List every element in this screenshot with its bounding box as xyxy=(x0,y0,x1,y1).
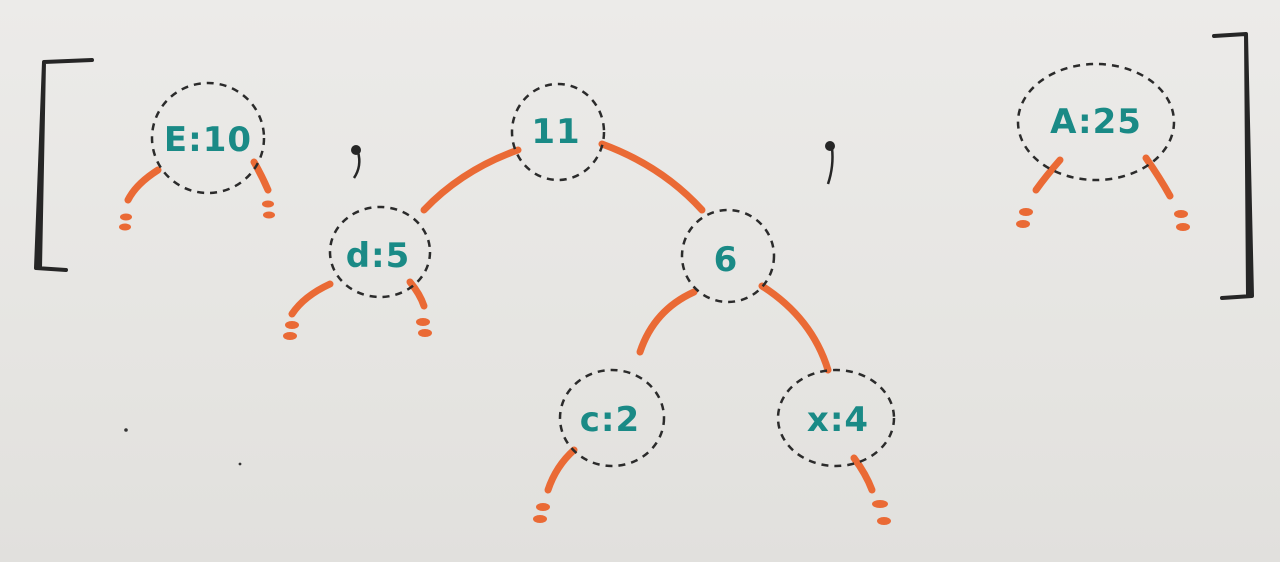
node-label-6: 6 xyxy=(714,240,739,280)
null-marker-d5-left xyxy=(283,321,299,340)
tree-node-d5: d:5 xyxy=(328,205,432,299)
node-label-11: 11 xyxy=(531,112,580,152)
null-marker-a25-right xyxy=(1174,210,1190,231)
tree-node-6: 6 xyxy=(680,208,776,304)
right-bracket xyxy=(1212,32,1254,300)
edge-6-to-c2 xyxy=(636,288,698,356)
stray-mark xyxy=(238,462,242,466)
null-stub-a25-left xyxy=(1032,156,1064,194)
node-label-a25: A:25 xyxy=(1050,102,1142,142)
stray-mark xyxy=(124,428,128,432)
null-stub-a25-right xyxy=(1142,154,1174,200)
null-stub-d5-right xyxy=(406,278,428,310)
tree-node-11: 11 xyxy=(510,82,606,182)
edge-11-to-d5 xyxy=(420,146,522,214)
node-label-d5: d:5 xyxy=(346,236,411,276)
null-stub-c2-left xyxy=(544,446,578,494)
null-marker-c2-left xyxy=(533,503,550,523)
null-marker-e10-right xyxy=(262,200,275,219)
tree-node-x4: x:4 xyxy=(776,368,896,468)
tree-node-a25: A:25 xyxy=(1016,62,1176,182)
null-marker-e10-left xyxy=(119,213,132,231)
null-stub-e10-left xyxy=(124,166,162,204)
tree-node-c2: c:2 xyxy=(558,368,666,468)
comma-separator-2 xyxy=(825,141,835,185)
node-label-x4: x:4 xyxy=(807,400,869,440)
null-marker-a25-left xyxy=(1016,208,1033,228)
node-label-c2: c:2 xyxy=(580,400,640,440)
left-bracket xyxy=(34,58,94,272)
comma-separator-1 xyxy=(351,145,361,179)
edge-11-to-6 xyxy=(598,140,706,214)
null-marker-d5-right xyxy=(416,318,432,337)
node-label-e10: E:10 xyxy=(164,120,252,160)
edge-6-to-x4 xyxy=(758,282,832,374)
null-stub-x4-right xyxy=(850,454,876,494)
tree-node-e10: E:10 xyxy=(150,81,266,195)
null-stub-d5-left xyxy=(288,280,334,318)
null-stub-e10-right xyxy=(250,158,272,194)
null-marker-x4-right xyxy=(872,500,891,525)
